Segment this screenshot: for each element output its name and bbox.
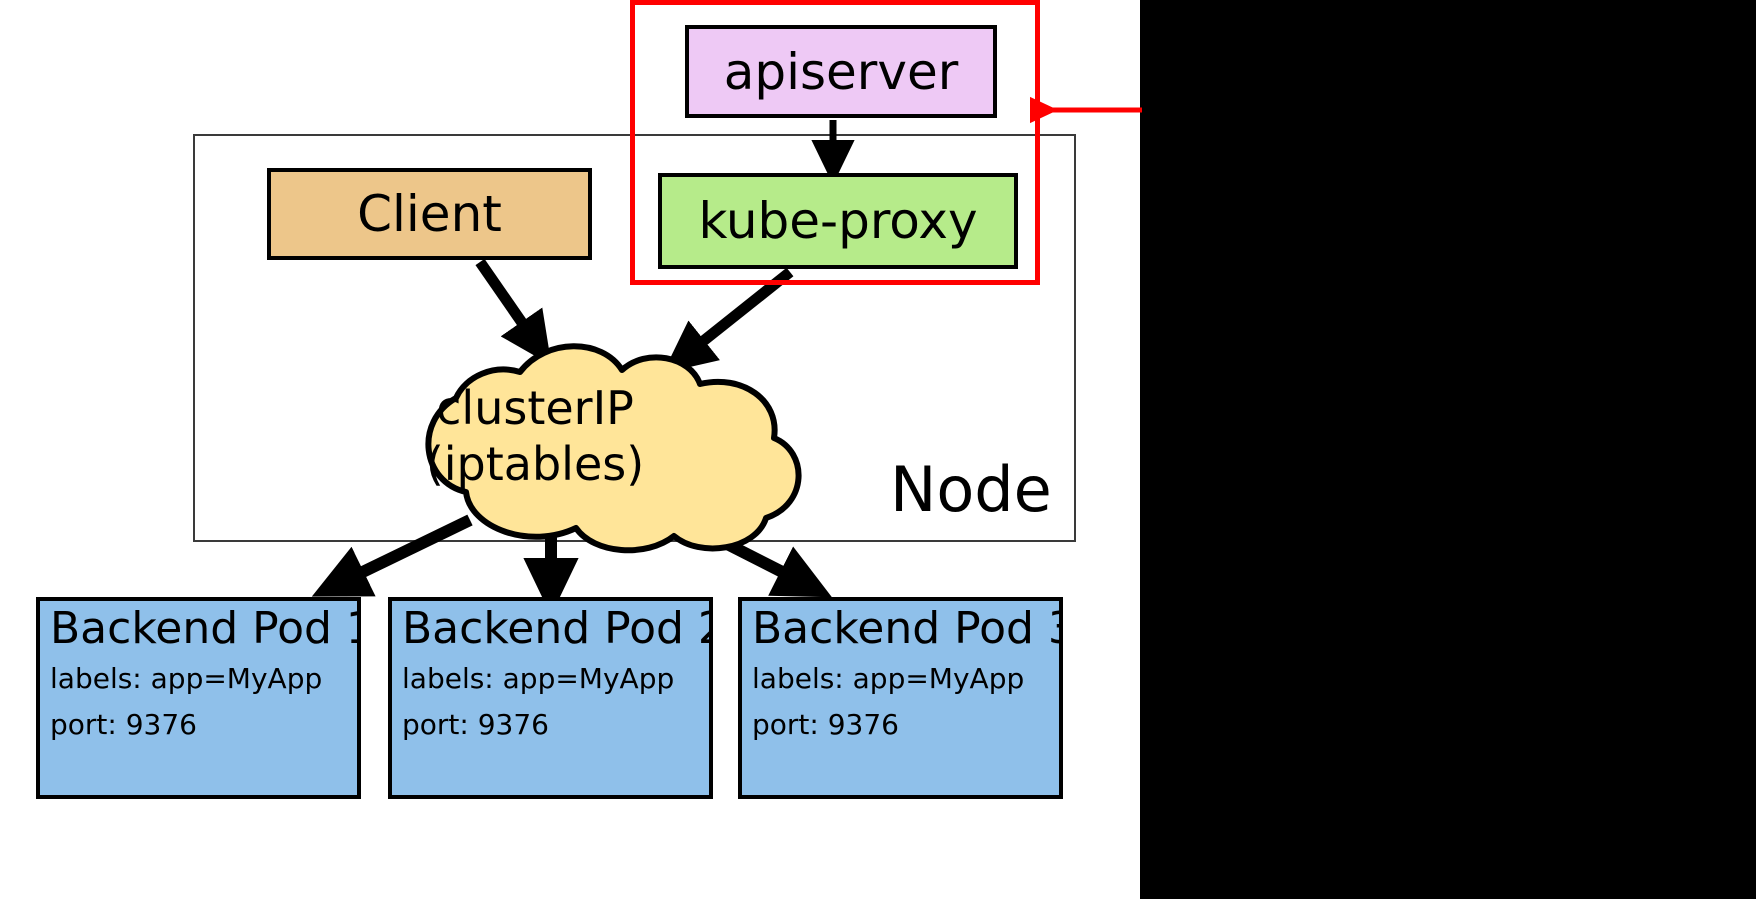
clusterip-cloud-text: clusterIP (iptables) — [370, 380, 700, 492]
pod-labels: labels: app=MyApp — [50, 661, 323, 695]
pod-labels: labels: app=MyApp — [752, 661, 1025, 695]
kube-proxy-box[interactable]: kube-proxy — [658, 173, 1018, 269]
kube-proxy-label: kube-proxy — [698, 192, 978, 250]
apiserver-label: apiserver — [723, 42, 959, 101]
backend-pod-2[interactable]: Backend Pod 2 labels: app=MyApp port: 93… — [388, 597, 713, 799]
apiserver-box[interactable]: apiserver — [685, 25, 997, 118]
pod-labels: labels: app=MyApp — [402, 661, 675, 695]
cloud-line-2: (iptables) — [425, 437, 645, 492]
pod-title: Backend Pod 3 — [752, 603, 1063, 654]
cloud-shape — [425, 343, 802, 554]
client-box[interactable]: Client — [267, 168, 592, 260]
diagram-page: Node — [0, 0, 1140, 899]
red-highlight-box — [630, 0, 1040, 285]
backend-pod-3[interactable]: Backend Pod 3 labels: app=MyApp port: 93… — [738, 597, 1063, 799]
node-label: Node — [890, 453, 1052, 526]
pod-title: Backend Pod 1 — [50, 603, 361, 654]
red-callout-arrow-icon — [1030, 96, 1142, 124]
cloud-line-1: clusterIP — [436, 381, 634, 435]
pod-title: Backend Pod 2 — [402, 603, 713, 654]
pod-port: port: 9376 — [50, 708, 197, 742]
backend-pod-1[interactable]: Backend Pod 1 labels: app=MyApp port: 93… — [36, 597, 361, 799]
pod-port: port: 9376 — [402, 708, 549, 742]
clusterip-cloud: clusterIP (iptables) — [370, 336, 822, 556]
client-label: Client — [357, 185, 502, 243]
pod-port: port: 9376 — [752, 708, 899, 742]
